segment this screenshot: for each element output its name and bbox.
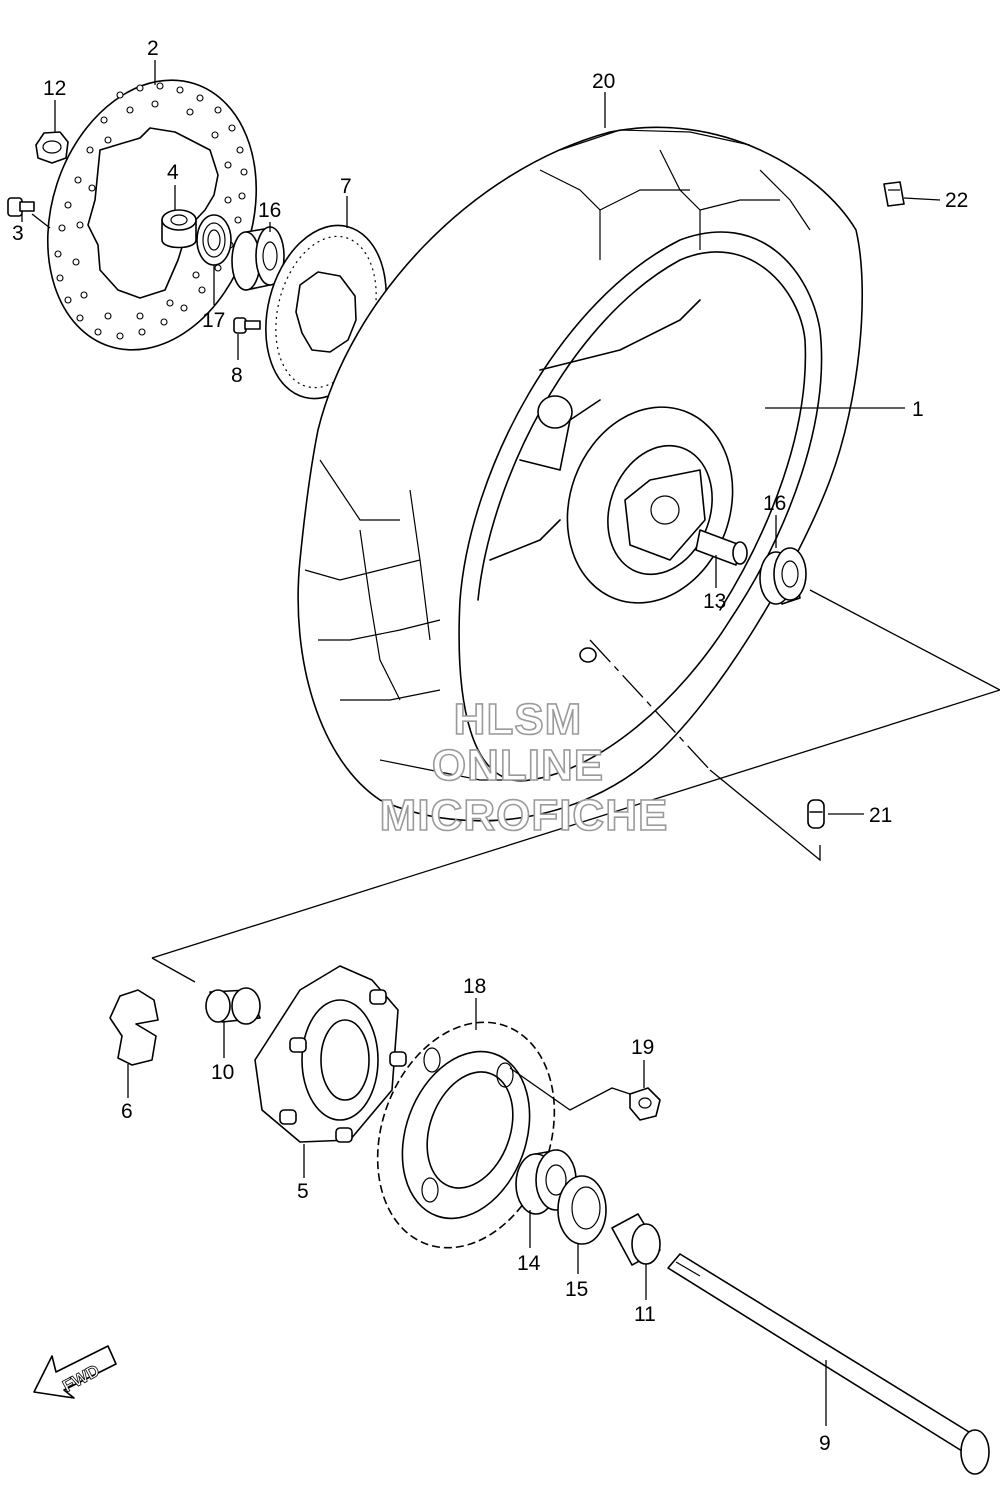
callout-labels: 1 2 3 4 5 6 7 8 9 10 11 12 13 14 15 16 1… bbox=[12, 37, 968, 1455]
callout-5[interactable]: 5 bbox=[297, 1180, 309, 1203]
callout-19[interactable]: 19 bbox=[631, 1036, 654, 1059]
callout-10[interactable]: 10 bbox=[211, 1061, 234, 1084]
sprocket-hub-part-5[interactable] bbox=[254, 965, 407, 1143]
callout-21[interactable]: 21 bbox=[869, 804, 892, 827]
brake-disc-part-2[interactable] bbox=[14, 53, 290, 377]
nut-19-guide bbox=[509, 1067, 631, 1111]
callout-7[interactable]: 7 bbox=[340, 175, 352, 198]
nut-part-19[interactable] bbox=[629, 1087, 661, 1121]
sprocket-part-18[interactable] bbox=[347, 997, 584, 1272]
nut-part-12[interactable] bbox=[35, 131, 69, 164]
bolt-part-3[interactable] bbox=[7, 197, 35, 217]
rear-wheel-part-1[interactable] bbox=[297, 126, 864, 822]
bearing-part-16-lower[interactable] bbox=[759, 547, 807, 605]
oil-seal-part-15[interactable] bbox=[557, 1175, 607, 1245]
disc-holes bbox=[54, 82, 248, 340]
spacer-part-4[interactable] bbox=[161, 209, 197, 249]
callout-17[interactable]: 17 bbox=[202, 309, 225, 332]
callout-14[interactable]: 14 bbox=[517, 1252, 541, 1275]
valve-part-21[interactable] bbox=[807, 799, 825, 829]
callout-22[interactable]: 22 bbox=[945, 189, 968, 212]
bolt-part-8[interactable] bbox=[233, 317, 261, 334]
fwd-arrow-icon: FWD bbox=[33, 1345, 117, 1399]
callout-1[interactable]: 1 bbox=[912, 398, 924, 421]
assembly-guide-lines bbox=[151, 589, 1000, 983]
clip-part-22[interactable] bbox=[883, 181, 905, 207]
callout-11[interactable]: 11 bbox=[634, 1303, 656, 1326]
damper-part-6[interactable] bbox=[109, 989, 159, 1066]
callout-15[interactable]: 15 bbox=[565, 1278, 588, 1301]
tire-tread bbox=[304, 129, 811, 781]
callout-18[interactable]: 18 bbox=[463, 975, 486, 998]
callout-4[interactable]: 4 bbox=[167, 161, 179, 184]
oil-seal-part-17[interactable] bbox=[196, 214, 232, 266]
watermark-line1: HLSM bbox=[454, 695, 583, 744]
watermark-line3: MICROFICHE bbox=[380, 791, 669, 840]
callout-8[interactable]: 8 bbox=[231, 364, 243, 387]
watermark: HLSM ONLINE MICROFICHE bbox=[379, 694, 669, 841]
callout-20[interactable]: 20 bbox=[592, 70, 615, 93]
callout-2[interactable]: 2 bbox=[147, 37, 159, 60]
callout-16-upper[interactable]: 16 bbox=[258, 199, 281, 222]
axle-part-9[interactable] bbox=[667, 1253, 990, 1475]
callout-16-lower[interactable]: 16 bbox=[763, 492, 786, 515]
callout-6[interactable]: 6 bbox=[121, 1100, 133, 1123]
callout-3[interactable]: 3 bbox=[12, 222, 24, 245]
callout-13[interactable]: 13 bbox=[703, 590, 726, 613]
spacer-part-11[interactable] bbox=[611, 1213, 661, 1266]
spacer-part-10[interactable] bbox=[205, 987, 261, 1025]
callout-9[interactable]: 9 bbox=[819, 1432, 831, 1455]
bearing-part-16-upper[interactable] bbox=[231, 226, 285, 291]
leader-lines bbox=[21, 60, 941, 1426]
callout-12[interactable]: 12 bbox=[43, 77, 66, 100]
watermark-line2: ONLINE bbox=[432, 741, 604, 790]
